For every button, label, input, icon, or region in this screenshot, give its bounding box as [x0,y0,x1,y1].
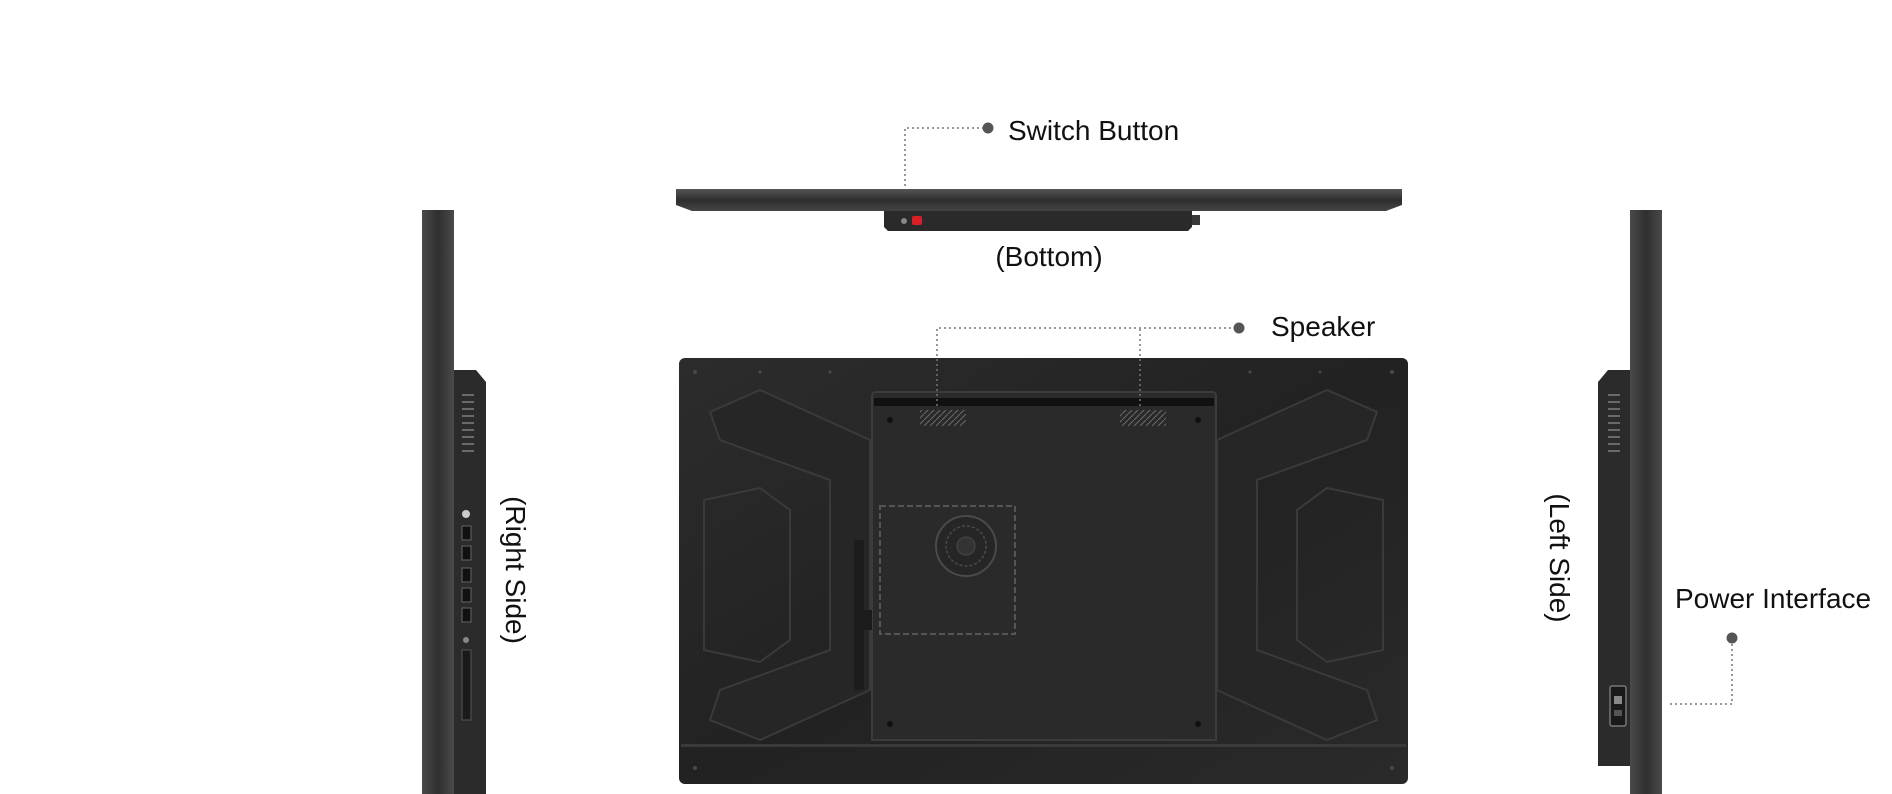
bottom-rail [681,744,1406,747]
left-side-view [1598,210,1662,794]
right-side-view-label: (Right Side) [500,496,531,644]
power-interface-callout [1670,633,1738,705]
bottom-module [884,211,1192,231]
interface-rail [854,540,864,690]
top-speaker-bar [874,398,1214,406]
left-side-vent [1608,392,1620,454]
right-side-vent [462,392,474,454]
bottom-view [676,189,1402,231]
left-side-view-label: (Left Side) [1544,493,1575,622]
right-side-view [422,210,486,794]
switch-button-callout [905,123,994,187]
left-side-bezel [1630,210,1662,794]
back-view [679,358,1408,784]
switch-button-label: Switch Button [1008,115,1179,146]
power-interface-label: Power Interface [1675,583,1871,614]
bottom-connector [1192,215,1200,225]
bottom-view-label: (Bottom) [995,241,1102,272]
speaker-grille-left [920,410,966,426]
switch-button-icon [901,218,907,224]
speaker-label: Speaker [1271,311,1375,342]
power-interface-icon [1610,686,1626,726]
switch-button-red-icon [912,216,922,225]
right-side-bezel [422,210,454,794]
speaker-grille-right [1120,410,1166,426]
bottom-bezel-edge [676,189,1402,211]
central-module [872,392,1216,740]
